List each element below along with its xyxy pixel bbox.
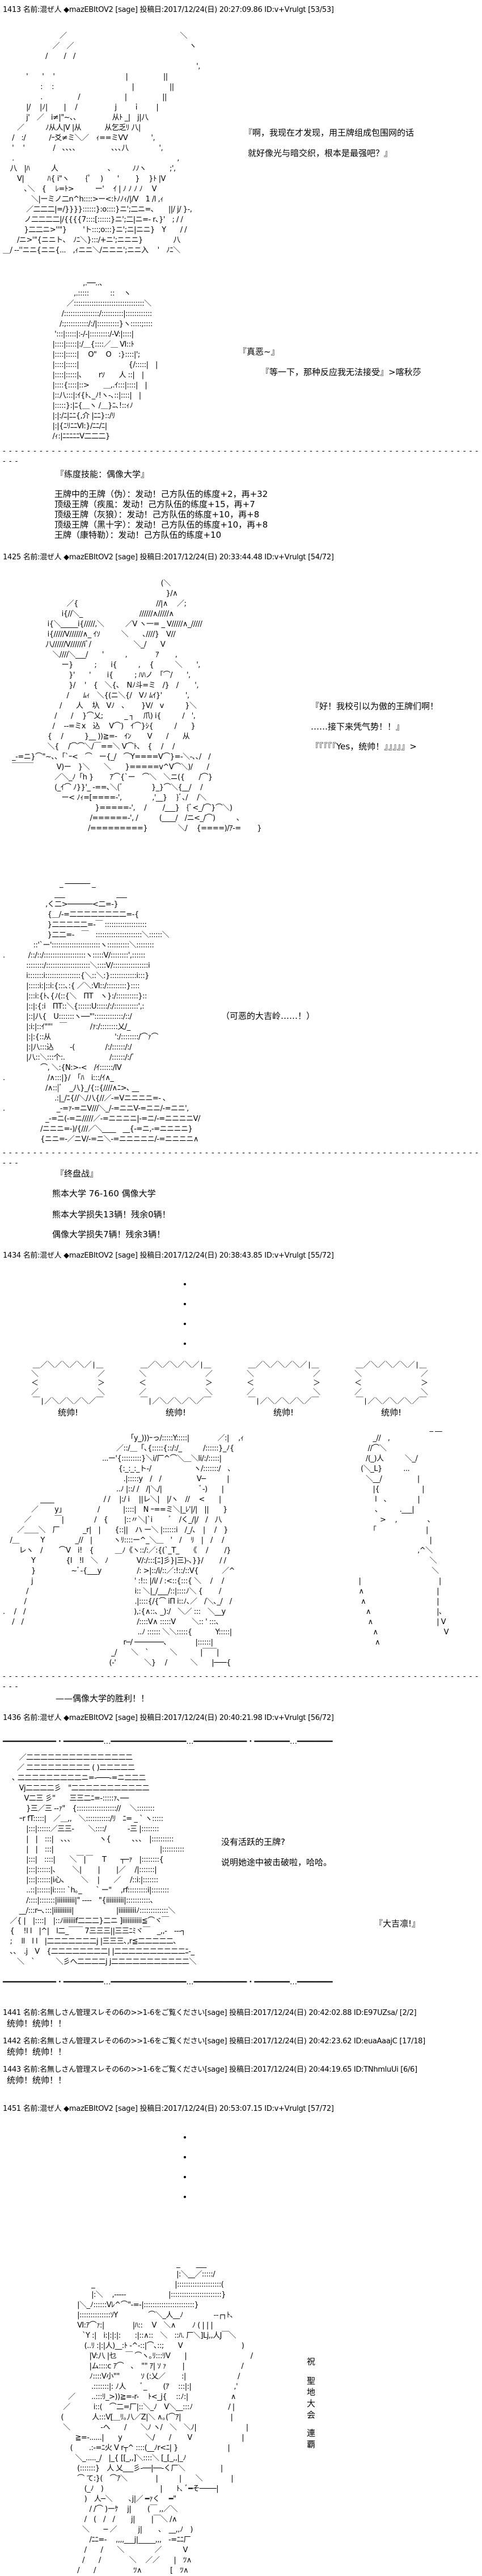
ascii-art-character: ／ ＼ ／ ／ ヽ / / / ', ' ' ' | || : : | || .…	[3, 32, 200, 255]
skills-list: 王牌中的王牌（伪）：发动！己方队伍的练度+2，再+32 顶级王牌（疾風：发动！己…	[54, 489, 479, 540]
victory-banner: 祝 聖 地 大 会 連 覇	[307, 2259, 315, 2450]
banner-char: 連	[307, 2428, 316, 2438]
shout-burst: ＿／＼／＼／＼／|＿ ＼ ／ ＜ ＞ ／ ＼ ￣|／＼／＼／＼／￣ 统帅!	[349, 1361, 434, 1418]
ellipsis-dot: ・	[180, 2192, 190, 2203]
reply-body: 统帅！统帅！！	[7, 2047, 67, 2057]
burst-outline: ＿／＼／＼／＼／|＿ ＼ ／ ＜ ＞ ／ ＼ ￣|／＼／＼／＼／￣	[31, 1361, 105, 1406]
burst-outline: ＿／＼／＼／＼／|＿ ＼ ／ ＜ ＞ ／ ＼ ￣|／＼／＼／＼／￣	[354, 1361, 428, 1406]
banner-char: 地	[307, 2387, 316, 2397]
banner-char: 大	[307, 2398, 316, 2409]
endgame-title: 『终盘战』	[56, 1169, 99, 1179]
dialogue-line: 『好！我校引以为傲的王牌们啊！	[311, 701, 439, 711]
skill-line: 顶级王牌（黑十字）：发动！己方队伍的练度+10，再+8	[54, 520, 268, 530]
victory-text: ——偶像大学的胜利！！	[56, 1693, 150, 1704]
dialogue-line: 『啊，我现在才发现，用王牌组成包围网的话	[244, 128, 415, 138]
ascii-art-character: ,.──..､ ,.::::: :: ヽ ／::::::::::::::::::…	[52, 279, 158, 441]
skills-title: 『练度技能：偶像大学』	[56, 469, 150, 479]
dialogue-line: 说明她途中被击破啦，哈哈。	[221, 1857, 332, 1867]
ascii-art-character: _ ────── _ ___ ___ ,く二>──────<二=-} {＿/-=…	[3, 880, 200, 1144]
post-header: 1451 名前:混ぜ人 ◆mazEBItOV2 [sage] 投稿日:2017/…	[3, 2105, 334, 2113]
ascii-art-character: 「y_)))ｰっ/:::::Y:::::| ／:| ,ｨ ／::/＿「､{:::…	[3, 1434, 244, 1667]
banner-char: 覇	[307, 2439, 316, 2449]
endgame-score: 熊本大学 76-160 偶像大学	[52, 1188, 156, 1199]
reply-body: 统帅！统帅！！	[7, 2018, 67, 2029]
shout-bursts: ＿／＼／＼／＼／|＿ ＼ ／ ＜ ＞ ／ ＼ ￣|／＼／＼／＼／￣ 统帅! ＿／…	[26, 1361, 479, 1418]
endgame-loss: 熊本大学损失13辆！残余0辆！	[52, 1209, 171, 1220]
post-header: 1442 名前:名無しさん管理スレその6の>>1-6をご覧ください[sage] …	[3, 2037, 425, 2046]
ellipsis-dot: ・	[180, 1319, 190, 1330]
ascii-art-character: ／二二二二二二二二二二二二二二二 ／ 二二二二二二二二二 ( )二二二二二 ､ …	[10, 1753, 197, 1966]
dialogue-box: 『好！我校引以为傲的王牌们啊！ ……接下来凭气势！！』 『『『『『Yes，统帅！…	[306, 579, 479, 752]
burst-label: 统帅!	[165, 1407, 186, 1418]
post-header: 1443 名前:名無しさん管理スレその6の>>1-6をご覧ください[sage] …	[3, 2065, 417, 2074]
dialogue-line: 『真恶~』	[238, 347, 280, 357]
shout-burst: ＿／＼／＼／＼／|＿ ＼ ／ ＜ ＞ ／ ＼ ￣|／＼／＼／＼／￣ 统帅!	[133, 1361, 218, 1418]
thread-page: 1413 名前:混ぜ人 ◆mazEBItOV2 [sage] 投稿日:2017/…	[0, 5, 482, 2576]
dialogue-box: （可恶的大吉岭……！）	[218, 879, 479, 1021]
ellipsis-dot: ・	[180, 2132, 190, 2143]
skill-line: 顶级王牌（疾風：发动！己方队伍的练度+15，再+7	[54, 499, 255, 509]
dialogue-box: 『真恶~』 『等一下，那种反应我无法接受』>喀秋莎	[232, 279, 479, 377]
ellipsis-dot: ・	[180, 1339, 190, 1350]
dialogue-line: 就好像光与暗交织，根本是最强吧？』	[248, 148, 393, 158]
ascii-art-character: (＼ }/∧ ／{ //|∧ ／; i{//＼_ //////∧/////∧ i…	[12, 579, 262, 833]
ellipsis-dot: ・	[180, 1299, 190, 1310]
post-header: 1413 名前:混ぜ人 ◆mazEBItOV2 [sage] 投稿日:2017/…	[3, 6, 334, 14]
post-header: 1425 名前:混ぜ人 ◆mazEBItOV2 [sage] 投稿日:2017/…	[3, 553, 334, 562]
post-header: 1436 名前:混ぜ人 ◆mazEBItOV2 [sage] 投稿日:2017/…	[3, 1714, 334, 1722]
post-header: 1434 名前:混ぜ人 ◆mazEBItOV2 [sage] 投稿日:2017/…	[3, 1251, 334, 1260]
dashed-separator: - - - - - - - - - - - - - - - - - - - - …	[3, 447, 482, 466]
scene-row: _ ────── _ ___ ___ ,く二>──────<二=-} {＿/-=…	[3, 879, 479, 1145]
heavy-divider: ━━━━━━━━━━━━・━━━━━━━━━…━━━━━━━━━━━━━━━━━…	[3, 1738, 333, 1746]
ascii-art-character: _ __ _// , //⌒＼ /(_)人 ＼_/ (＼_L} ... ＼__/…	[358, 1424, 449, 1647]
dialogue-line: 『大吉凛!』	[374, 1919, 421, 1929]
skill-line: 王牌（康特勒）：发动！己方队伍的练度+10	[54, 530, 222, 540]
scene-row: ／ ＼ ／ ／ ヽ / / / ', ' ' ' | || : : | || .…	[3, 31, 479, 256]
dialogue-line: 『『『『『Yes，统帅！』』』』』>	[311, 741, 417, 752]
scene-row: ,.──..､ ,.::::: :: ヽ ／::::::::::::::::::…	[3, 279, 479, 442]
shout-burst: ＿／＼／＼／＼／|＿ ＼ ／ ＜ ＞ ／ ＼ ￣|／＼／＼／＼／￣ 统帅!	[26, 1361, 111, 1418]
dialogue-line: 『等一下，那种反应我无法接受』>喀秋莎	[261, 367, 421, 377]
heavy-divider: ━━━━━━━━━━━━・━━━━━━━━━…━━━━━━━━━━━━━━━━━…	[3, 1978, 333, 1987]
dialogue-line: （可恶的大吉岭……！）	[221, 1011, 315, 1021]
post-header: 1441 名前:名無しさん管理スレその6の>>1-6をご覧ください[sage] …	[3, 2009, 417, 2017]
shout-burst: ＿／＼／＼／＼／|＿ ＼ ／ ＜ ＞ ／ ＼ ￣|／＼／＼／＼／￣ 统帅!	[241, 1361, 326, 1418]
scene-row: 「y_)))ｰっ/:::::Y:::::| ／:| ,ｨ ／::/＿「､{:::…	[3, 1423, 479, 1668]
banner-char: 聖	[307, 2376, 316, 2386]
dialogue-box: 『啊，我现在才发现，用王牌组成包围网的话 就好像光与暗交织，根本是最强吧？』	[241, 31, 479, 158]
ascii-art-character: _ ___ |:＼__／:::::/ _ |::::::::::::::::::…	[61, 2260, 253, 2575]
burst-label: 统帅!	[380, 1407, 401, 1418]
dialogue-box: 没有活跃的王牌? 说明她途中被击破啦，哈哈。 『大吉凛!』	[218, 1753, 479, 1929]
dashed-separator: - - - - - - - - - - - - - - - - - - - - …	[3, 1149, 482, 1167]
scene-row: _ ___ |:＼__／:::::/ _ |::::::::::::::::::…	[3, 2259, 479, 2576]
banner-char: 会	[307, 2410, 316, 2420]
ellipsis-dot: ・	[180, 2172, 190, 2183]
burst-label: 统帅!	[57, 1407, 78, 1418]
ellipsis-dot: ・	[180, 1279, 190, 1290]
skill-line: 顶级王牌（灰狼）：发动！己方队伍的练度+10，再+8	[54, 509, 260, 520]
burst-label: 统帅!	[273, 1407, 294, 1418]
dialogue-line: 没有活跃的王牌?	[221, 1837, 285, 1847]
skill-line: 王牌中的王牌（伪）：发动！己方队伍的练度+2，再+32	[54, 489, 268, 499]
ellipsis-dot: ・	[180, 2152, 190, 2163]
banner-char: 祝	[307, 2356, 316, 2367]
reply-body: 统帅！统帅！！	[7, 2075, 67, 2085]
burst-outline: ＿／＼／＼／＼／|＿ ＼ ／ ＜ ＞ ／ ＼ ￣|／＼／＼／＼／￣	[138, 1361, 213, 1406]
endgame-loss: 偶像大学损失7辆！残余3辆！	[52, 1229, 166, 1239]
dashed-separator: - - - - - - - - - - - - - - - - - - - - …	[3, 1672, 482, 1691]
burst-outline: ＿／＼／＼／＼／|＿ ＼ ／ ＜ ＞ ／ ＼ ￣|／＼／＼／＼／￣	[246, 1361, 320, 1406]
scene-row: ／二二二二二二二二二二二二二二二 ／ 二二二二二二二二二 ( )二二二二二 ､ …	[3, 1753, 479, 1967]
scene-row: (＼ }/∧ ／{ //|∧ ／; i{//＼_ //////∧/////∧ i…	[3, 579, 479, 834]
dialogue-line: ……接下来凭气势！！』	[311, 722, 405, 732]
